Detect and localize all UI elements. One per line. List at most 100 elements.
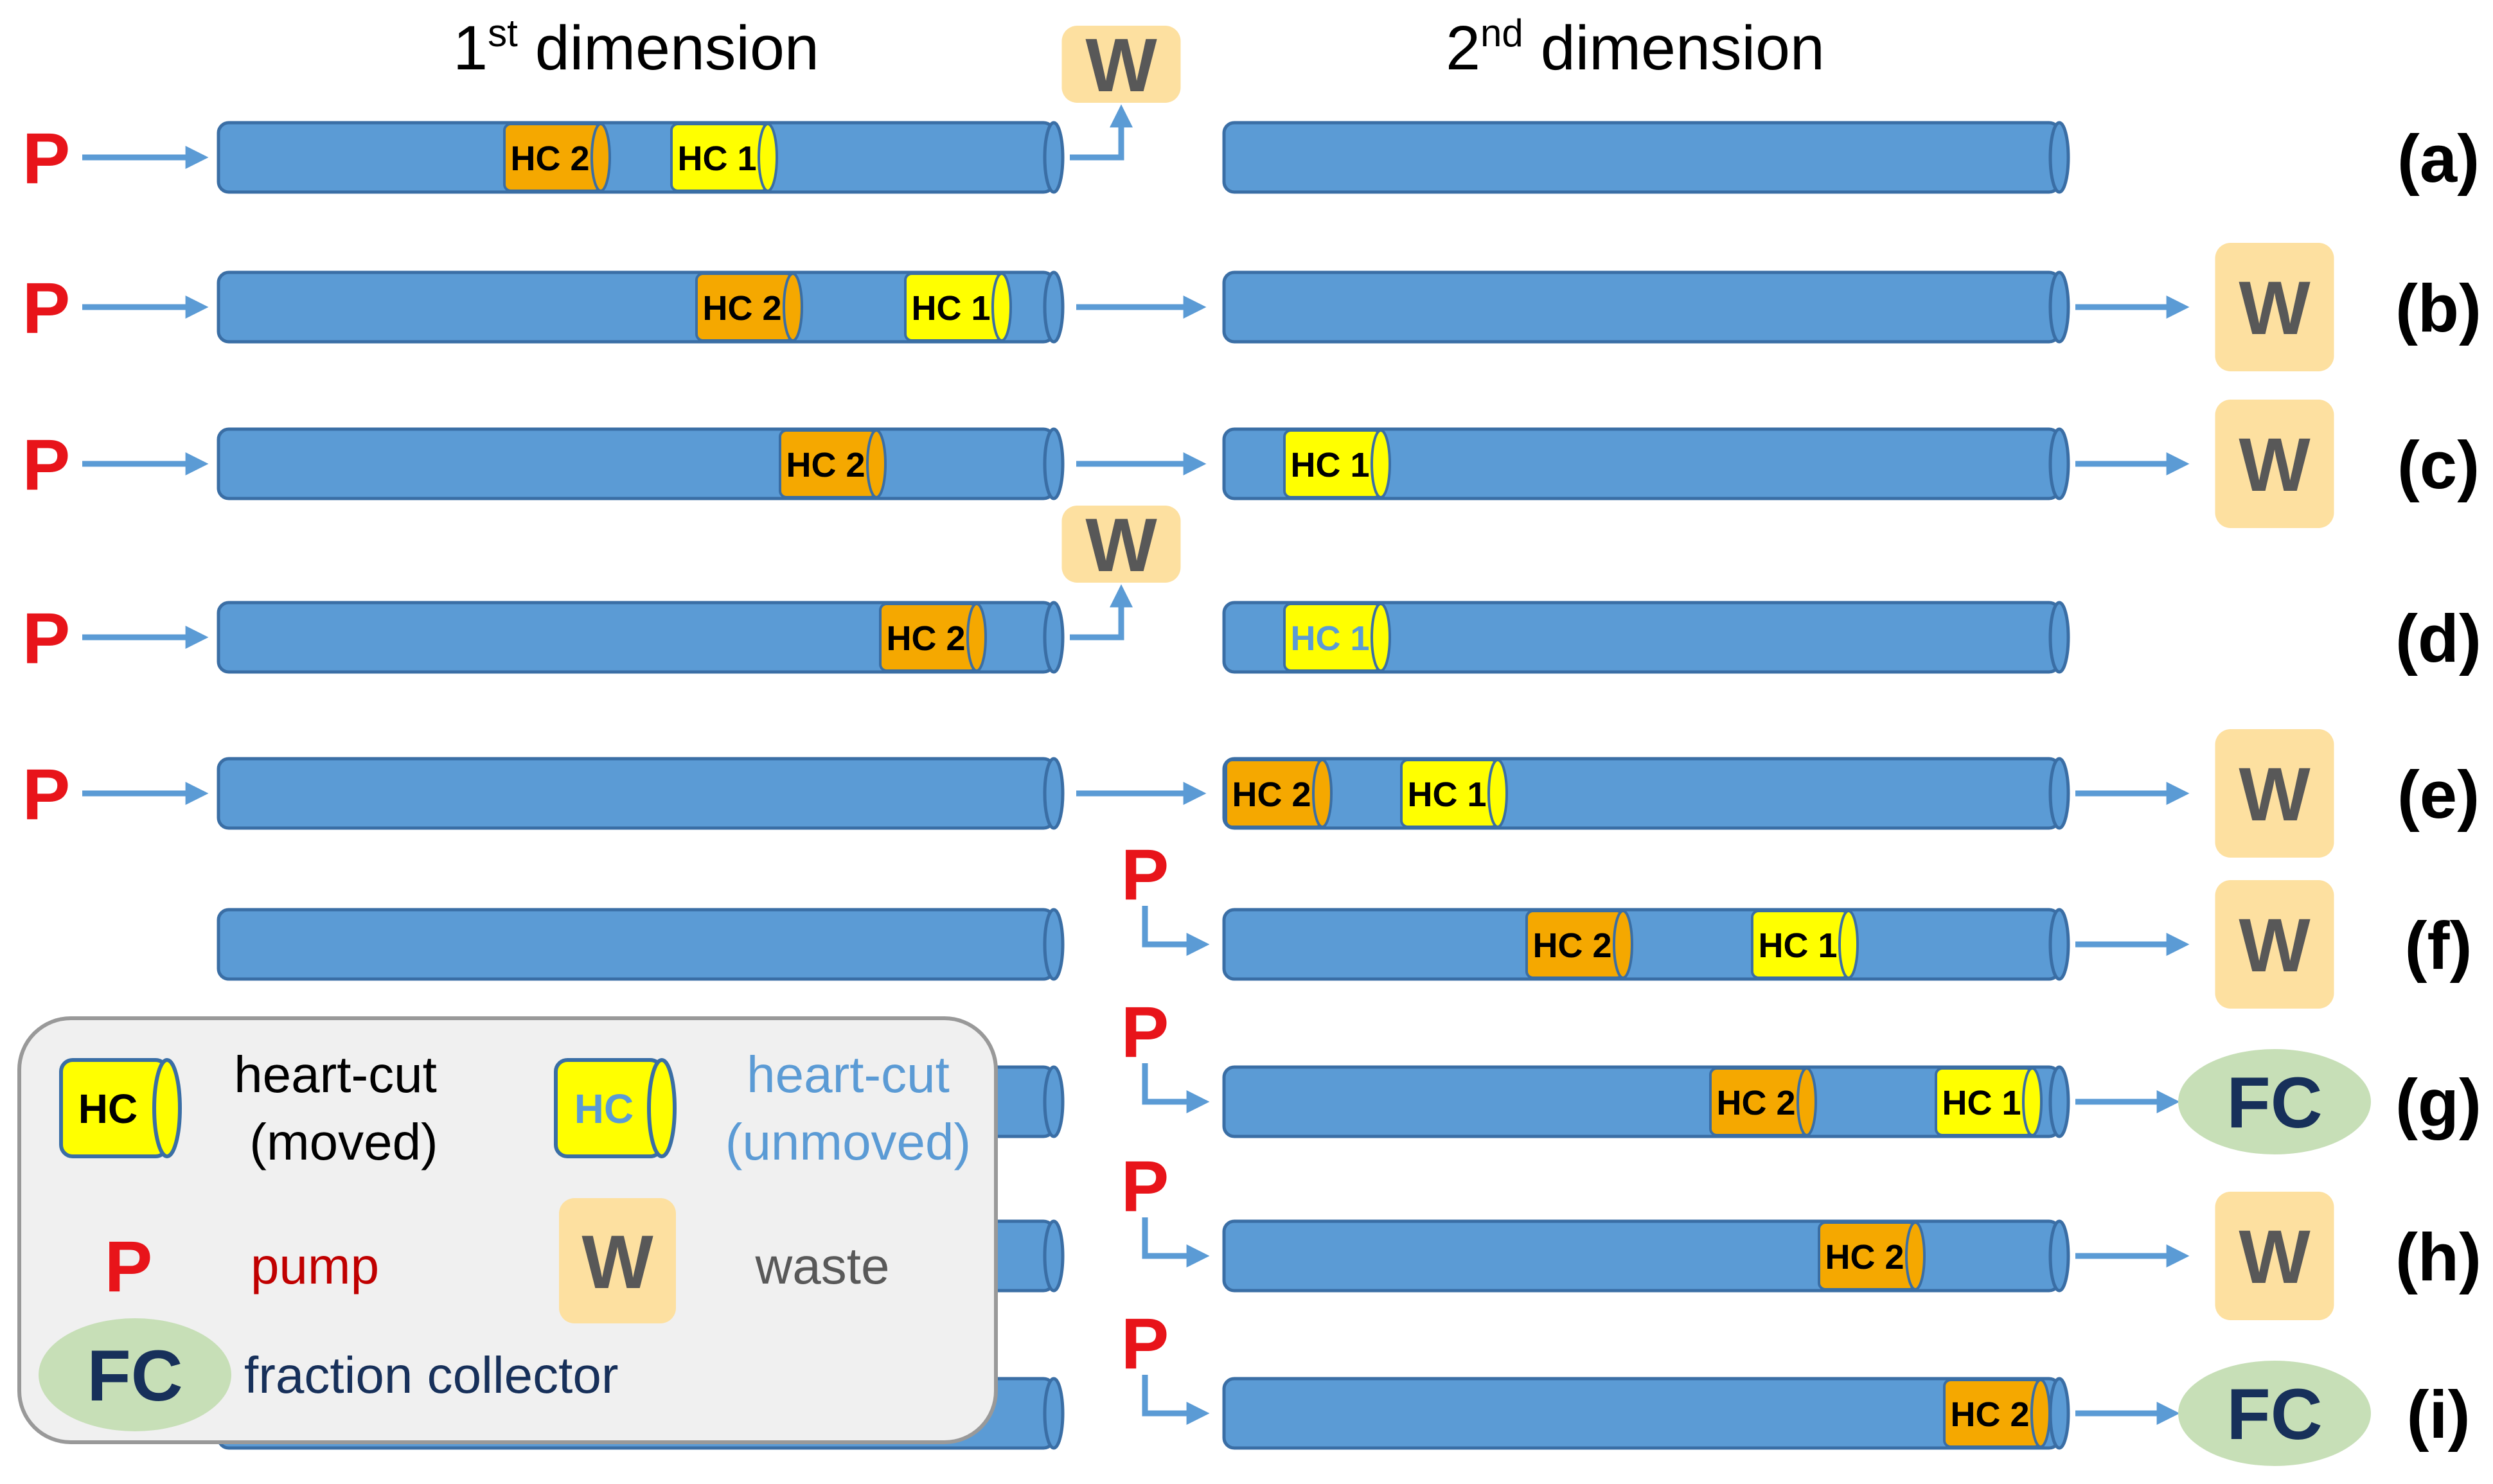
legend-hc-unmoved-symbol: HC bbox=[574, 1086, 634, 1132]
second-pump-arrow bbox=[1142, 1063, 1210, 1113]
first-dimension-column bbox=[217, 908, 1065, 981]
heart-cut-label: HC 2 bbox=[702, 289, 781, 328]
heart-cut-hc1: HC 1 bbox=[1400, 759, 1508, 828]
legend-hc-unmoved-label-1: heart-cut bbox=[747, 1046, 950, 1103]
legend: HC heart-cut (moved) HC heart-cut (unmov… bbox=[17, 1016, 998, 1444]
heart-cut-hc1: HC 1 bbox=[1283, 429, 1391, 499]
legend-box bbox=[17, 1016, 998, 1444]
column-end-cap bbox=[2048, 427, 2070, 500]
column-end-cap bbox=[2048, 601, 2070, 674]
column-end-cap bbox=[1043, 1065, 1065, 1138]
column-end-cap bbox=[2048, 1065, 2070, 1138]
waste-box bbox=[2215, 729, 2334, 858]
heart-cut-cap bbox=[1905, 1221, 1926, 1291]
first-dimension-column bbox=[217, 757, 1065, 830]
heart-cut-cap bbox=[1371, 429, 1391, 499]
second-pump-arrow bbox=[1142, 1375, 1210, 1425]
heart-cut-label: HC 2 bbox=[1232, 775, 1311, 814]
legend-hc-moved-icon: HC bbox=[59, 1058, 182, 1158]
second-dimension-column: HC 2 bbox=[1222, 1219, 2070, 1293]
divert-arrow bbox=[1070, 584, 1133, 640]
heart-cut-cap bbox=[1312, 759, 1333, 828]
legend-pump-label: pump bbox=[251, 1237, 379, 1294]
waste-symbol: W bbox=[1085, 23, 1157, 108]
second-dimension-column: HC 2 bbox=[1222, 1377, 2070, 1450]
second-dimension-column bbox=[1222, 270, 2070, 344]
heart-cut-hc1: HC 1 bbox=[904, 272, 1012, 342]
fc-symbol: FC bbox=[2226, 1063, 2322, 1143]
row-label: (b) bbox=[2395, 271, 2481, 346]
waste-box bbox=[2215, 880, 2334, 1009]
heart-cut-cap bbox=[1613, 910, 1633, 979]
heart-cut-label: HC 2 bbox=[886, 619, 965, 658]
heart-cut-hc2: HC 2 bbox=[503, 123, 611, 192]
second-pump-arrow bbox=[1142, 906, 1210, 956]
heart-cut-hc1: HC 1 bbox=[670, 123, 778, 192]
row-label: (h) bbox=[2395, 1220, 2481, 1295]
legend-fc-symbol: FC bbox=[87, 1336, 182, 1416]
second-pump-symbol: P bbox=[1121, 835, 1169, 915]
heart-cut-cap bbox=[2022, 1067, 2043, 1136]
heart-cut-label: HC 2 bbox=[1825, 1238, 1904, 1276]
divert-waste: W bbox=[1061, 503, 1181, 588]
waste-box bbox=[2215, 243, 2334, 371]
column-end-cap bbox=[2048, 908, 2070, 981]
heart-cut-cap bbox=[1487, 759, 1508, 828]
column-body bbox=[217, 908, 1056, 981]
legend-waste-icon: W bbox=[559, 1198, 676, 1323]
heart-cut-label: HC 1 bbox=[911, 289, 990, 328]
column-body bbox=[217, 427, 1056, 500]
column-end-cap bbox=[2048, 121, 2070, 194]
column-body bbox=[1222, 121, 2061, 194]
heart-cut-hc2: HC 2 bbox=[695, 272, 803, 342]
heart-cut-hc2: HC 2 bbox=[1818, 1221, 1926, 1291]
second-pump-symbol: P bbox=[1121, 1146, 1169, 1226]
heart-cut-label: HC 1 bbox=[1758, 926, 1837, 965]
legend-pump-symbol: P bbox=[105, 1226, 153, 1307]
waste-symbol: W bbox=[2239, 903, 2311, 988]
heart-cut-cap bbox=[1371, 603, 1391, 672]
legend-hc-unmoved-label-2: (unmoved) bbox=[725, 1113, 971, 1170]
row-label: (d) bbox=[2395, 601, 2481, 676]
heart-cut-cap bbox=[866, 429, 887, 499]
column-body bbox=[217, 121, 1056, 194]
first-dimension-header: 1st dimension bbox=[453, 12, 819, 83]
waste-symbol: W bbox=[2239, 1215, 2311, 1300]
second-dimension-column: HC 1 bbox=[1222, 427, 2070, 500]
legend-hc-moved-label-1: heart-cut bbox=[234, 1046, 437, 1103]
column-end-cap bbox=[1043, 427, 1065, 500]
column-end-cap bbox=[1043, 270, 1065, 344]
outlet-waste: W bbox=[2215, 400, 2334, 528]
row-label: (g) bbox=[2395, 1066, 2481, 1141]
heart-cut-label: HC 1 bbox=[677, 139, 756, 178]
heart-cut-label: HC 1 bbox=[1290, 446, 1369, 484]
outlet-waste: W bbox=[2215, 1192, 2334, 1320]
legend-waste-label: waste bbox=[755, 1237, 890, 1294]
legend-waste-symbol: W bbox=[581, 1220, 653, 1305]
heart-cut-cap bbox=[590, 123, 611, 192]
first-dimension-column: HC 2 bbox=[217, 601, 1065, 674]
heart-cut-label: HC 2 bbox=[510, 139, 589, 178]
pump-symbol: P bbox=[22, 754, 71, 835]
column-end-cap bbox=[2048, 757, 2070, 830]
waste-symbol: W bbox=[2239, 423, 2311, 508]
outlet-waste: W bbox=[2215, 243, 2334, 371]
outlet-fraction-collector: FC bbox=[2178, 1361, 2371, 1466]
first-dimension-column: HC 2 HC 1 bbox=[217, 270, 1065, 344]
column-body bbox=[1222, 1065, 2061, 1138]
divert-arrow bbox=[1070, 104, 1133, 161]
column-end-cap bbox=[1043, 1219, 1065, 1293]
legend-fc-label: fraction collector bbox=[244, 1347, 618, 1404]
heart-cut-cap bbox=[1797, 1067, 1817, 1136]
heart-cut-label: HC 1 bbox=[1290, 619, 1369, 658]
heart-cut-hc1: HC 1 bbox=[1751, 910, 1859, 979]
second-pump-arrow bbox=[1142, 1217, 1210, 1268]
heart-cut-hc2: HC 2 bbox=[1943, 1379, 2051, 1448]
row-label: (c) bbox=[2397, 428, 2480, 503]
heart-cut-hc1: HC 1 bbox=[1283, 603, 1391, 672]
